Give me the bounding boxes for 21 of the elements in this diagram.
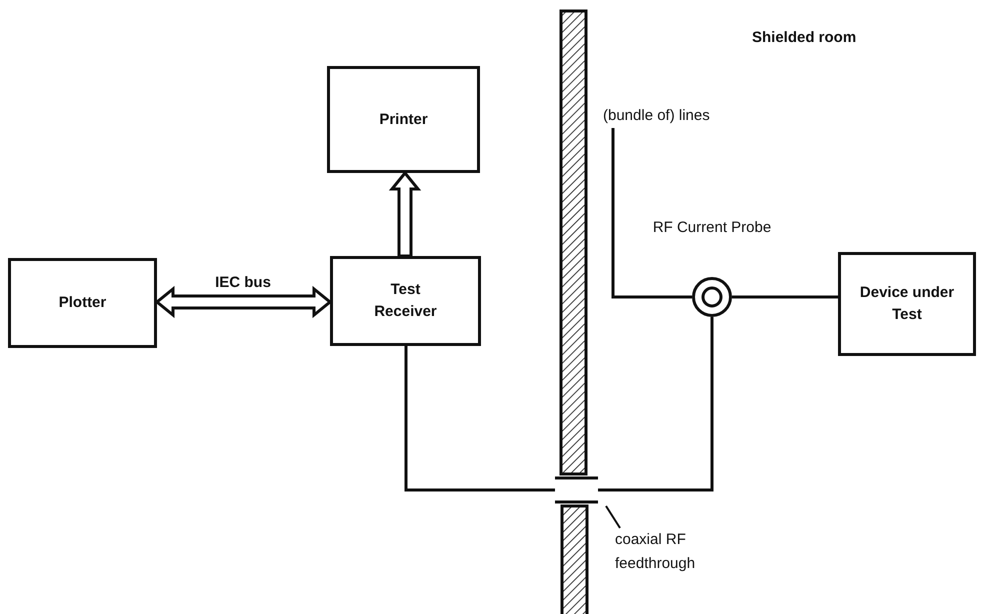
cable-line [732,296,838,298]
annotation-text: coaxial RF feedthrough [615,528,755,576]
device-box [327,66,480,173]
box-label: Device under Test [858,283,956,325]
probe-label: RF Current Probe [652,218,772,238]
annotation-text: (bundle of) lines [603,104,773,128]
feedthrough-flanges [555,474,598,506]
box-label: Plotter [58,293,106,314]
hollow-arrow [388,170,422,258]
cable-line [598,317,714,492]
room-label: Shielded room [752,28,856,48]
device-box [838,252,976,356]
cable-line [404,346,555,492]
cable-line [612,128,692,298]
box-label: Printer [379,110,428,130]
device-box [8,258,157,348]
box-label: Test Receiver [373,280,438,322]
current-probe-ring [692,277,732,317]
device-box [330,256,481,346]
hollow-arrow [154,286,332,318]
leader-line [605,505,621,529]
